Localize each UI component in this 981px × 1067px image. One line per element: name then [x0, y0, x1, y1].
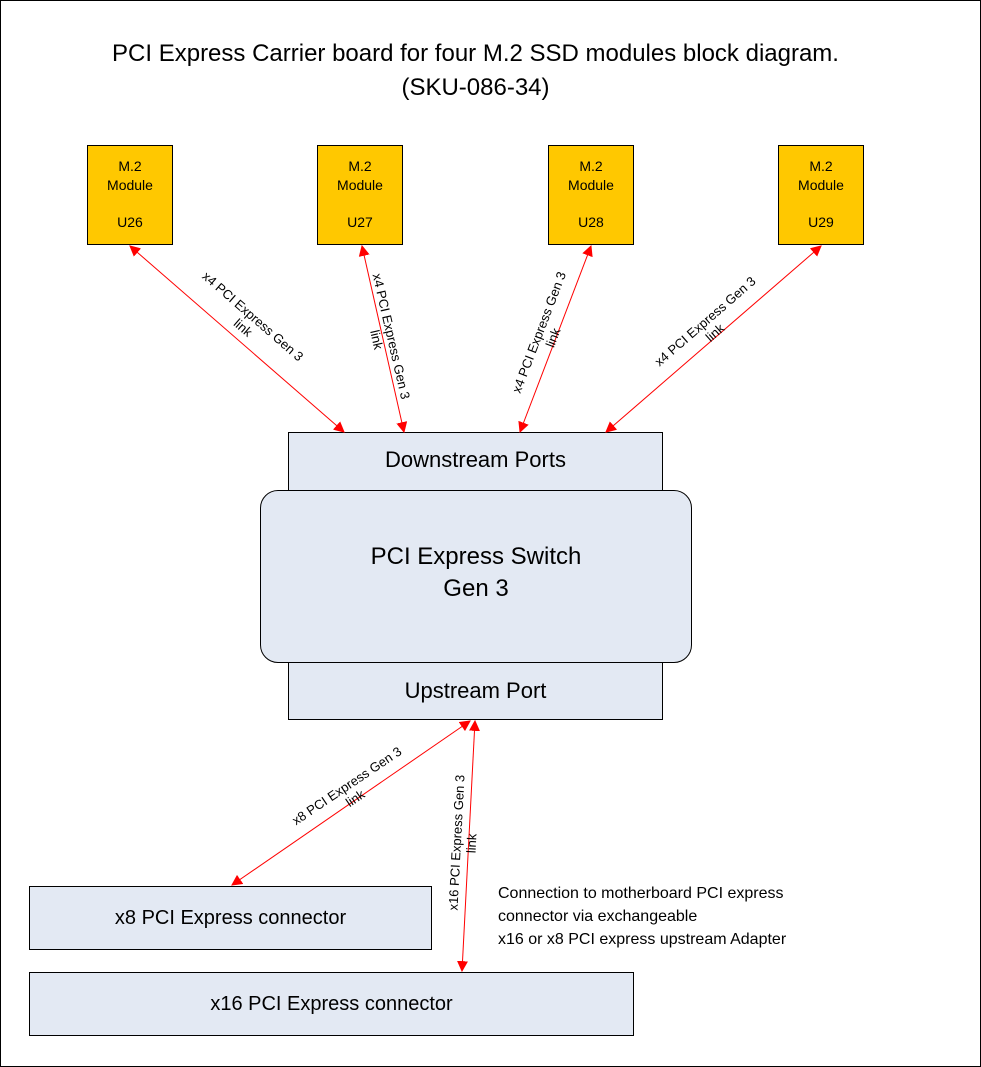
note-line: x16 or x8 PCI express upstream Adapter [498, 931, 787, 948]
upstream-port: Upstream Port [288, 662, 663, 720]
m2-module-u29: M.2 Module U29 [778, 145, 864, 245]
pci-express-switch: PCI Express Switch Gen 3 [260, 490, 692, 663]
switch-label: PCI Express Switch [370, 542, 582, 570]
module-label: M.2 [579, 158, 603, 174]
upstream-port-label: Upstream Port [404, 678, 547, 703]
diagram-title: PCI Express Carrier board for four M.2 S… [112, 40, 839, 67]
module-label: M.2 [809, 158, 833, 174]
module-label: M.2 [348, 158, 372, 174]
link-arrow-u29 [605, 245, 822, 433]
m2-module-u26: M.2 Module U26 [87, 145, 173, 245]
link-arrow-x16 [457, 719, 480, 973]
module-label: Module [107, 177, 153, 193]
x16-connector-label: x16 PCI Express connector [210, 992, 453, 1015]
switch-gen-label: Gen 3 [443, 574, 509, 602]
link-arrow-x8 [231, 720, 471, 886]
note-line: Connection to motherboard PCI express [498, 885, 784, 902]
module-label: Module [568, 177, 614, 193]
module-label: Module [337, 177, 383, 193]
module-ref: U29 [808, 214, 834, 230]
downstream-ports: Downstream Ports [288, 432, 663, 491]
downstream-ports-label: Downstream Ports [385, 446, 566, 472]
x8-connector-label: x8 PCI Express connector [114, 906, 347, 929]
module-ref: U28 [578, 214, 604, 230]
note-line: connector via exchangeable [498, 908, 698, 925]
module-label: Module [798, 177, 844, 193]
m2-module-u28: M.2 Module U28 [548, 145, 634, 245]
link-arrow-u27 [358, 244, 408, 434]
x16-connector: x16 PCI Express connector [29, 972, 634, 1036]
link-arrow-u28 [518, 244, 593, 434]
module-ref: U26 [117, 214, 143, 230]
x8-connector: x8 PCI Express connector [29, 886, 432, 950]
module-label: M.2 [118, 158, 142, 174]
diagram-subtitle: (SKU-086-34) [401, 74, 550, 101]
connection-note: Connection to motherboard PCI express co… [498, 882, 786, 951]
link-arrow-u26 [129, 245, 345, 433]
m2-module-u27: M.2 Module U27 [317, 145, 403, 245]
module-ref: U27 [347, 214, 373, 230]
